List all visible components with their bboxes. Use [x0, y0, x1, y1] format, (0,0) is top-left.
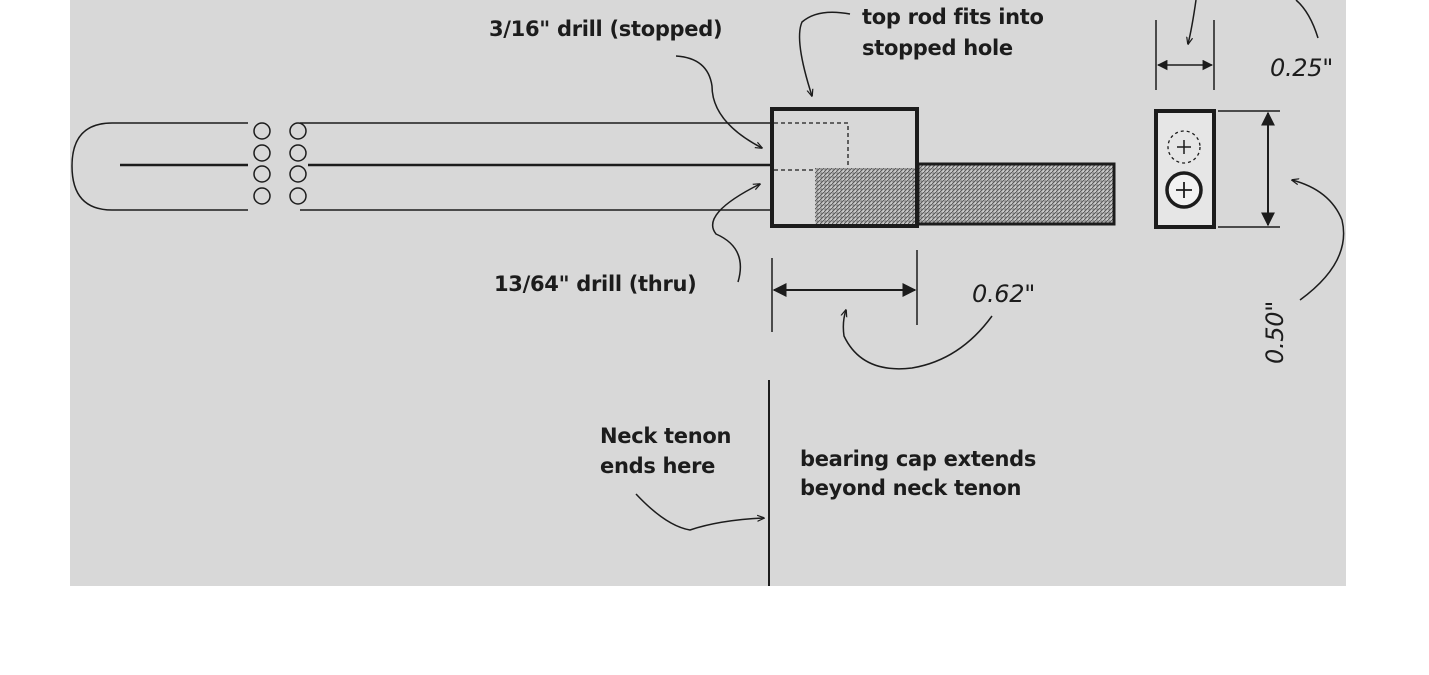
label-drill-stopped: 3/16" drill (stopped): [489, 17, 722, 41]
leader-drill-thru: [711, 184, 760, 283]
through-hole-cross: [1176, 182, 1192, 198]
label-neck-line2: ends here: [600, 454, 715, 478]
bearing-cap-block: [770, 107, 919, 228]
bearing-cap-outline: [770, 107, 919, 228]
label-dim-height: 0.50": [1261, 301, 1289, 364]
dimension-length: [771, 250, 993, 370]
label-dim-width: 0.25": [1270, 54, 1333, 82]
label-cap-line2: beyond neck tenon: [800, 476, 1021, 500]
leader-drill-stopped: [675, 55, 762, 148]
leader-neck-tenon: [635, 493, 764, 531]
label-top-rod-line1: top rod fits into: [862, 5, 1044, 29]
dimension-height: [1218, 110, 1345, 301]
end-view: [1154, 109, 1216, 229]
stopped-hole-hidden-lines: [774, 122, 849, 165]
rod-left-end: [71, 122, 248, 211]
end-view-outline: [1154, 109, 1216, 229]
leader-top-rod: [798, 11, 851, 96]
paper-scan-area: [70, 0, 1346, 586]
thread-inside-block: [815, 168, 918, 226]
label-dim-length: 0.62": [972, 280, 1035, 308]
stopped-hole-cross: [1177, 140, 1191, 154]
dimension-width: [1155, 0, 1319, 90]
label-cap-line1: bearing cap extends: [800, 447, 1036, 471]
break-symbol: [253, 122, 307, 205]
stopped-hole-circle: [1167, 130, 1201, 164]
label-top-rod-line2: stopped hole: [862, 36, 1013, 60]
threaded-rod: [916, 162, 1116, 226]
rod-assembly: [71, 122, 772, 211]
label-drill-thru: 13/64" drill (thru): [494, 272, 696, 296]
label-neck-line1: Neck tenon: [600, 424, 731, 448]
